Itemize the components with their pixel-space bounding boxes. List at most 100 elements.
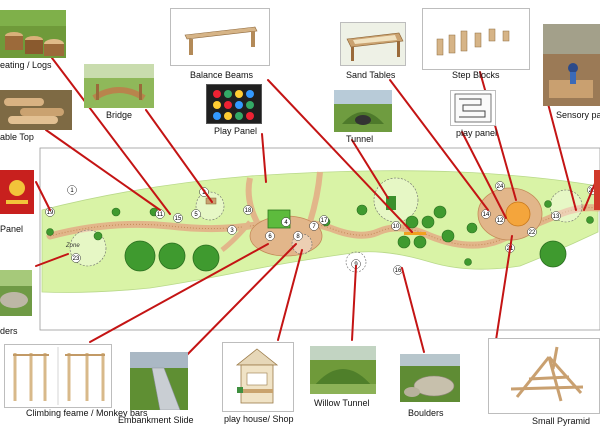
plan-marker: 1 xyxy=(67,185,77,195)
plan-marker: 5 xyxy=(191,209,201,219)
leader-seating xyxy=(51,57,171,215)
play-panel-small-callout xyxy=(450,90,496,126)
plan-marker-circle xyxy=(45,207,55,217)
step-blocks-callout xyxy=(422,8,530,70)
tree xyxy=(586,216,594,224)
play-house-illustration xyxy=(235,348,279,404)
tree xyxy=(111,207,121,217)
sand-tables-callout xyxy=(340,22,406,66)
footpath-branch-2 xyxy=(307,171,323,223)
leader-lines xyxy=(35,57,599,363)
tunnel-illustration xyxy=(334,90,392,132)
leader-pyramid xyxy=(495,235,513,341)
trees xyxy=(46,200,594,272)
leader-tunnel xyxy=(351,139,389,199)
label-small-pyramid: Small Pyramid xyxy=(532,416,591,426)
table-top-photo xyxy=(0,90,72,130)
balance-beam-mark xyxy=(404,232,426,235)
balance-beams-callout xyxy=(170,8,270,66)
tunnel-mark xyxy=(386,196,396,210)
plan-marker: 24 xyxy=(495,181,505,191)
tunnel-photo xyxy=(334,90,392,132)
tree xyxy=(433,205,447,219)
panel-illustration xyxy=(0,170,34,214)
tree xyxy=(544,200,552,208)
boulders-left-photo xyxy=(0,270,32,316)
plan-marker-number: 7 xyxy=(312,224,316,230)
boulder-illustration xyxy=(0,270,32,316)
label-table-top: able Top xyxy=(0,132,34,142)
plan-marker-circle xyxy=(227,225,237,235)
leader-sand-tables xyxy=(389,79,489,211)
label-play-panel: Play Panel xyxy=(214,126,258,136)
plan-marker: 14 xyxy=(481,209,491,219)
label-balance-beams: Balance Beams xyxy=(190,70,254,80)
plan-marker: 13 xyxy=(551,211,561,221)
label-climbing-frame: Climbing feame / Monkey bars xyxy=(26,408,148,418)
log-pile-illustration xyxy=(0,90,72,130)
tree xyxy=(124,240,156,272)
plan-marker-number: 14 xyxy=(483,212,490,218)
leader-boulders-left xyxy=(35,253,69,267)
plan-marker: 4 xyxy=(281,217,291,227)
balance-beam-illustration xyxy=(184,26,258,55)
plan-marker-circle xyxy=(281,217,291,227)
plan-marker-circle xyxy=(71,253,81,263)
plan-marker: 3 xyxy=(227,225,237,235)
plan-marker-circle xyxy=(243,205,253,215)
plan-marker: 16 xyxy=(393,265,403,275)
label-willow-tunnel: Willow Tunnel xyxy=(314,398,370,408)
leader-willow xyxy=(351,265,357,341)
tree xyxy=(93,231,103,241)
tree xyxy=(421,215,435,229)
plan-marker-circle xyxy=(265,231,275,241)
plan-marker-circle xyxy=(551,211,561,221)
leader-sensory xyxy=(545,95,577,211)
label-seating-logs: eating / Logs xyxy=(0,60,52,70)
plan-marker: 23 xyxy=(71,253,81,263)
bridge-illustration xyxy=(84,64,154,108)
tree xyxy=(192,244,220,272)
plan-marker-number: 4 xyxy=(284,220,288,226)
label-embankment-slide: Embankment Slide xyxy=(118,415,194,425)
plan-marker: 18 xyxy=(243,205,253,215)
label-bridge: Bridge xyxy=(106,110,133,120)
sand-pit xyxy=(505,201,531,227)
plan-marker-number: 22 xyxy=(529,230,536,236)
monkey-bars-illustration xyxy=(13,347,105,405)
plan-marker-number: 15 xyxy=(175,216,182,222)
leader-table-top xyxy=(45,129,161,211)
plan-marker-circle xyxy=(481,209,491,219)
slide-illustration xyxy=(130,352,188,410)
climbing-frame-callout xyxy=(4,344,112,408)
label-sensory: Sensory pa xyxy=(556,110,600,120)
plan-marker-number: 5 xyxy=(194,212,198,218)
label-play-house: play house/ Shop xyxy=(224,414,294,424)
play-house-callout xyxy=(222,342,294,412)
step-blocks-illustration xyxy=(436,28,510,56)
plan-marker-number: 10 xyxy=(393,224,400,230)
plan-marker-circle xyxy=(191,209,201,219)
plan-marker-number: 3 xyxy=(230,228,234,234)
plan-marker: 22 xyxy=(527,227,537,237)
plan-marker: 19 xyxy=(45,207,55,217)
label-step-blocks: Step Blocks xyxy=(452,70,500,80)
willow-tunnel-illustration xyxy=(310,346,376,394)
plan-marker-circle xyxy=(527,227,537,237)
plan-marker: 7 xyxy=(309,221,319,231)
plan-marker-circle xyxy=(67,185,77,195)
label-sand-tables: Sand Tables xyxy=(346,70,396,80)
plan-marker: 6 xyxy=(265,231,275,241)
plan-marker: 10 xyxy=(391,221,401,231)
zone-circle xyxy=(195,191,225,221)
plan-marker-circle xyxy=(293,231,303,241)
label-play-panel-small: play panel xyxy=(456,128,498,138)
plan-marker-circle xyxy=(391,221,401,231)
tree xyxy=(397,235,411,249)
plan-marker-number: 16 xyxy=(395,268,402,274)
plan-marker: 8 xyxy=(293,231,303,241)
plan-marker-circle xyxy=(495,181,505,191)
pyramid-frame-illustration xyxy=(510,346,584,402)
label-boulders-left: ders xyxy=(0,326,18,336)
